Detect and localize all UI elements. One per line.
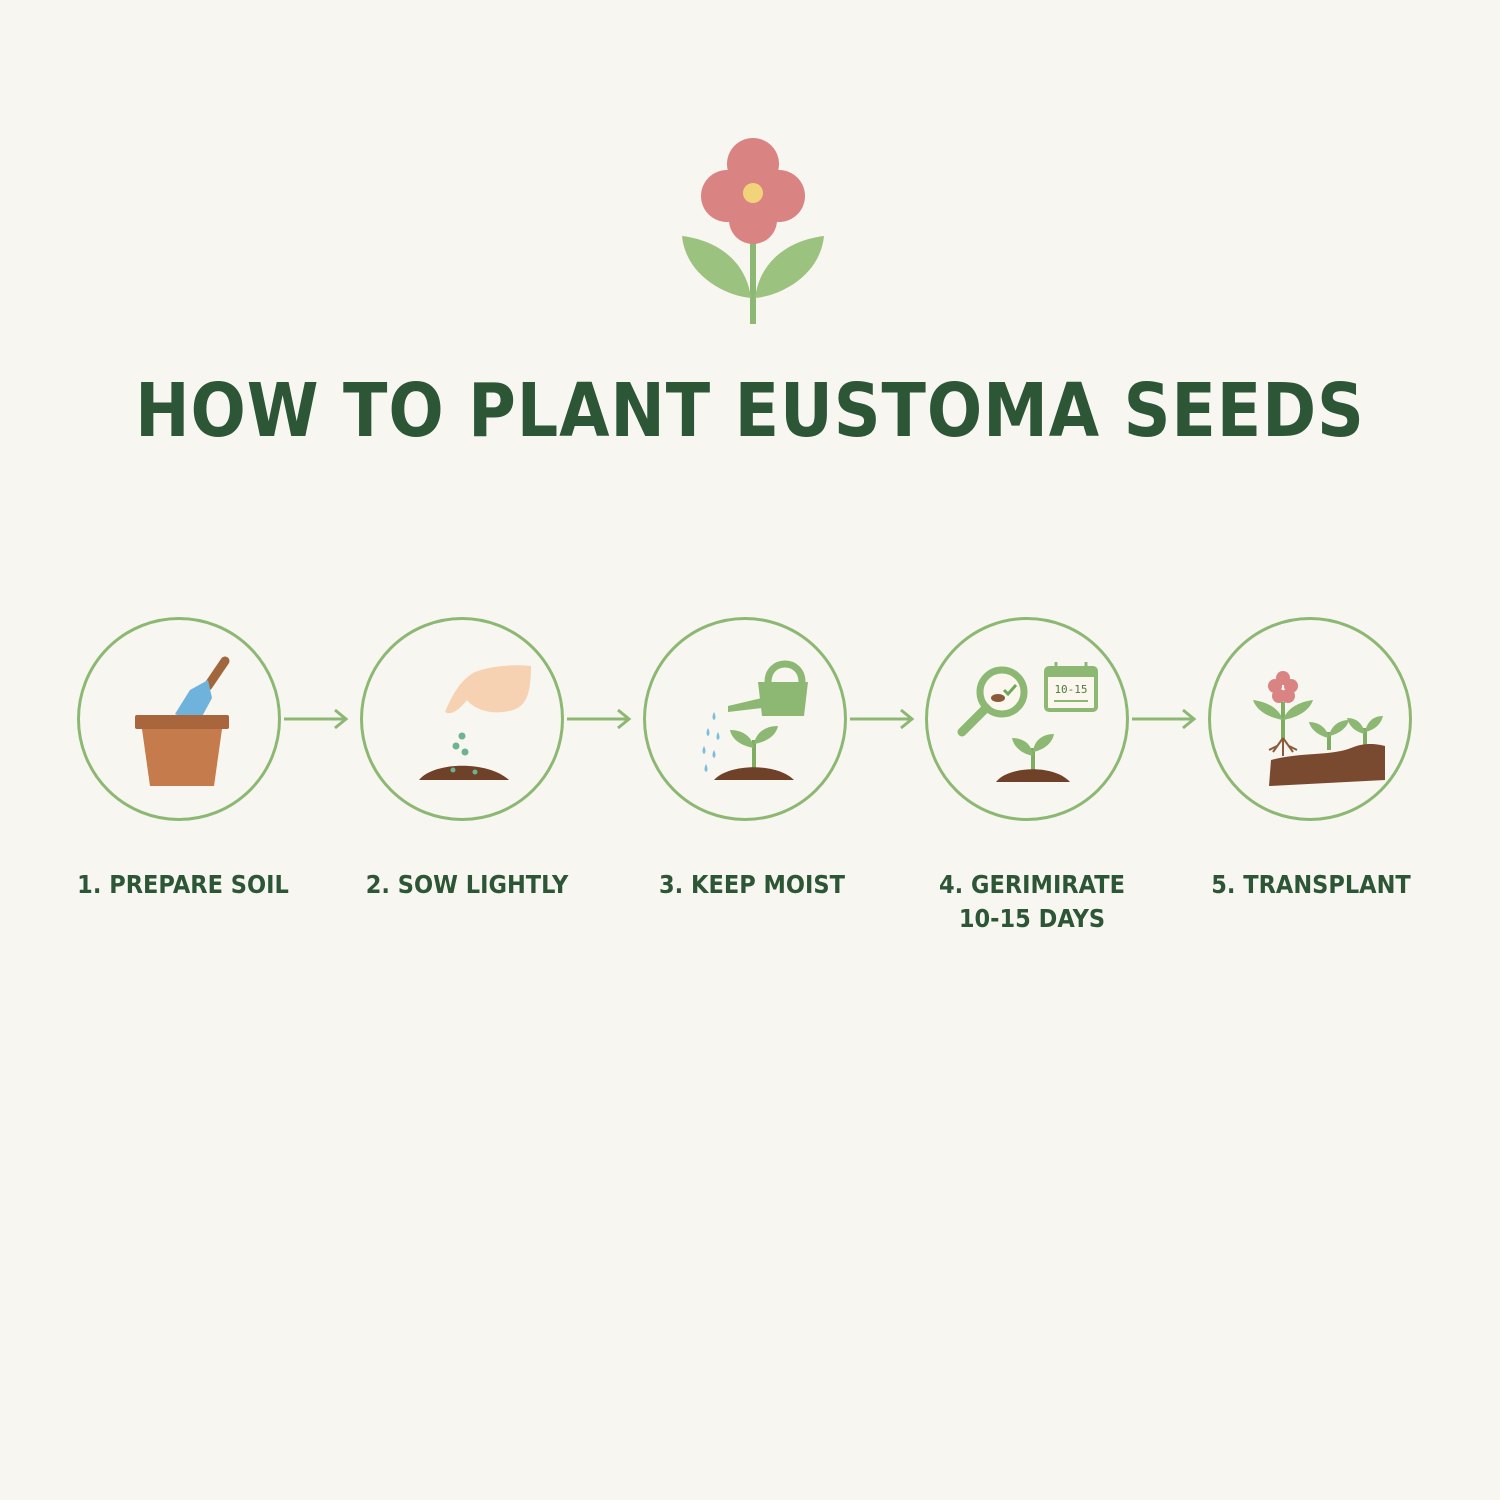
- steps-row: 10-15: [0, 600, 1500, 960]
- pot-with-trowel-icon: [135, 656, 230, 786]
- page-title: HOW TO PLANT EUSTOMA SEEDS: [135, 368, 1365, 454]
- calendar-text: 10-15: [1054, 683, 1087, 696]
- step-3-label: 3. KEEP MOIST: [659, 870, 845, 899]
- step-5-label: 5. TRANSPLANT: [1211, 870, 1411, 899]
- step-5-circle: [1208, 617, 1412, 821]
- transplant-seedlings-icon: [1253, 671, 1385, 786]
- arrow-icon: [1132, 708, 1197, 730]
- arrow-icon: [850, 708, 915, 730]
- step-1-circle: [77, 617, 281, 821]
- step-3-circle: [643, 617, 847, 821]
- watering-can-icon: [702, 660, 808, 780]
- step-2-circle: [360, 617, 564, 821]
- step-4-label: 4. GERIMIRATE 10-15 DAYS: [938, 870, 1126, 933]
- step-2-label: 2. SOW LIGHTLY: [365, 870, 569, 899]
- arrow-icon: [567, 708, 632, 730]
- arrow-icon: [284, 708, 349, 730]
- step-4-circle: 10-15: [925, 617, 1129, 821]
- magnifier-calendar-icon: 10-15: [957, 662, 1098, 782]
- step-1-label: 1. PREPARE SOIL: [77, 870, 289, 899]
- flower-icon: [682, 138, 824, 324]
- hand-sowing-seeds-icon: [419, 665, 531, 780]
